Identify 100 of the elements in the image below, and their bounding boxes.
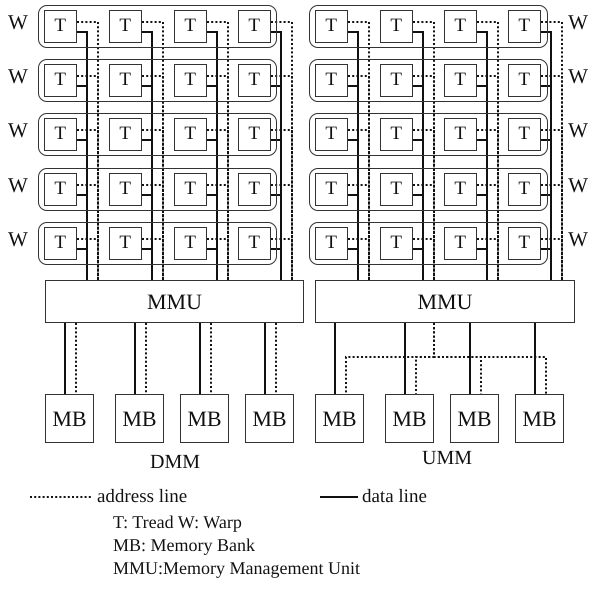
thread-box: T (508, 226, 541, 260)
data-line (413, 248, 424, 280)
warp-label: W (568, 175, 588, 196)
data-line (348, 248, 359, 280)
note-text: T: Tread W: Warp (113, 512, 242, 533)
thread-box: T (174, 172, 207, 206)
thread-box: T (314, 10, 348, 43)
thread-box: T (238, 64, 271, 97)
data-line (207, 248, 218, 280)
thread-box: T (108, 172, 142, 206)
thread-box: T (508, 118, 541, 151)
data-line (469, 323, 471, 394)
legend-text: data line (362, 486, 427, 508)
memory-bank-box: MB (450, 394, 499, 443)
warp-label: W (568, 66, 588, 87)
thread-box: T (174, 64, 207, 97)
address-line (271, 21, 293, 280)
warp-label: W (568, 120, 588, 141)
memory-bank-box: MB (515, 394, 564, 443)
thread-box: T (174, 226, 207, 260)
warp-label: W (568, 12, 588, 33)
warp-label: W (8, 229, 28, 250)
address-line (413, 21, 435, 280)
thread-box: T (108, 10, 142, 43)
address-line (271, 184, 293, 280)
thread-box: T (44, 172, 77, 206)
address-line (477, 21, 499, 280)
thread-box: T (174, 10, 207, 43)
thread-box: T (314, 118, 348, 151)
data-line (477, 248, 488, 280)
address-line (348, 184, 370, 280)
address-line (207, 184, 229, 280)
address-line (77, 238, 99, 280)
memory-bank-box: MB (385, 394, 434, 443)
thread-box: T (380, 10, 413, 43)
mmu-box: MMU (315, 280, 575, 323)
thread-box: T (380, 118, 413, 151)
address-line (541, 184, 563, 280)
memory-bank-box: MB (315, 394, 364, 443)
address-line (541, 21, 563, 280)
thread-box: T (108, 118, 142, 151)
address-line (348, 238, 370, 280)
thread-box: T (508, 10, 541, 43)
thread-box: T (508, 64, 541, 97)
thread-box: T (314, 172, 348, 206)
memory-bank-box: MB (245, 394, 294, 443)
thread-box: T (238, 226, 271, 260)
data-line (64, 323, 66, 394)
thread-box: T (314, 226, 348, 260)
address-line (413, 238, 435, 280)
thread-box: T (380, 226, 413, 260)
address-line (75, 323, 77, 394)
address-line (142, 184, 164, 280)
address-line (207, 238, 229, 280)
warp-label: W (8, 66, 28, 87)
thread-box: T (444, 118, 477, 151)
address-line (77, 184, 99, 280)
address-line (541, 238, 563, 280)
thread-box: T (108, 64, 142, 97)
address-line (142, 21, 164, 280)
warp-label: W (8, 120, 28, 141)
warp-label: W (8, 175, 28, 196)
thread-box: T (174, 118, 207, 151)
data-line (541, 248, 552, 280)
thread-box: T (380, 172, 413, 206)
data-line (77, 248, 88, 280)
data-line (334, 323, 336, 394)
address-line (348, 21, 370, 280)
thread-box: T (238, 118, 271, 151)
model-label: UMM (422, 447, 472, 470)
data-line (142, 248, 153, 280)
thread-box: T (44, 64, 77, 97)
thread-box: T (44, 226, 77, 260)
data-line (199, 323, 201, 394)
thread-box: T (44, 118, 77, 151)
warp-label: W (568, 229, 588, 250)
address-line (275, 323, 277, 394)
data-line (134, 323, 136, 394)
address-line (477, 184, 499, 280)
note-text: MB: Memory Bank (113, 535, 255, 556)
memory-bank-box: MB (45, 394, 94, 443)
thread-box: T (444, 10, 477, 43)
warp-label: W (8, 12, 28, 33)
data-line (534, 323, 536, 394)
address-line (433, 323, 547, 394)
thread-box: T (444, 64, 477, 97)
address-line (413, 184, 435, 280)
thread-box: T (508, 172, 541, 206)
thread-box: T (380, 64, 413, 97)
data-line (264, 323, 266, 394)
address-line (142, 238, 164, 280)
memory-bank-box: MB (115, 394, 164, 443)
address-line (477, 238, 499, 280)
legend-text: address line (97, 486, 188, 508)
thread-box: T (444, 172, 477, 206)
address-line (77, 21, 99, 280)
mmu-box: MMU (45, 280, 304, 323)
thread-box: T (444, 226, 477, 260)
model-label: DMM (150, 451, 200, 474)
memory-bank-box: MB (180, 394, 229, 443)
